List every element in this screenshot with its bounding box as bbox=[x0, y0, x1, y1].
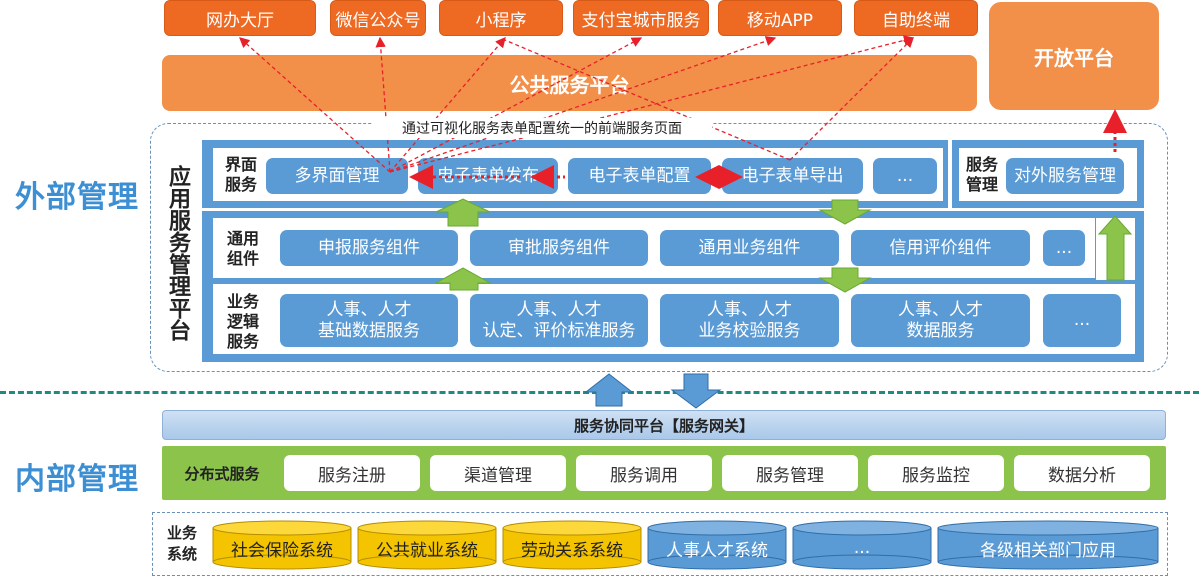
system-department-apps[interactable]: 各级相关部门应用 bbox=[937, 520, 1159, 570]
system-label: 劳动关系系统 bbox=[521, 540, 623, 561]
dist-channel-mgmt[interactable]: 渠道管理 bbox=[430, 455, 566, 491]
ui-item-form-export[interactable]: 电子表单导出 bbox=[722, 158, 863, 194]
component-credit-evaluation[interactable]: 信用评价组件 bbox=[851, 230, 1030, 266]
database-icon bbox=[937, 520, 1159, 570]
ui-item-multi-interface[interactable]: 多界面管理 bbox=[266, 158, 408, 194]
component-general-business[interactable]: 通用业务组件 bbox=[660, 230, 839, 266]
logic-business-validation[interactable]: 人事、人才 业务校验服务 bbox=[660, 294, 839, 347]
channel-wangban[interactable]: 网办大厅 bbox=[164, 0, 316, 36]
database-icon bbox=[212, 520, 352, 570]
logic-basic-data[interactable]: 人事、人才 基础数据服务 bbox=[280, 294, 458, 347]
ui-item-more[interactable]: ... bbox=[873, 158, 937, 194]
dist-service-mgmt[interactable]: 服务管理 bbox=[722, 455, 858, 491]
external-internal-divider bbox=[0, 391, 1199, 394]
component-declaration[interactable]: 申报服务组件 bbox=[280, 230, 458, 266]
service-gateway: 服务协同平台【服务网关】 bbox=[162, 410, 1166, 440]
business-systems-label: 业务 系统 bbox=[166, 524, 197, 563]
system-label: 各级相关部门应用 bbox=[980, 540, 1116, 561]
right-column-inner bbox=[1096, 218, 1135, 280]
system-label: 公共就业系统 bbox=[376, 540, 478, 561]
channel-weixin[interactable]: 微信公众号 bbox=[330, 0, 426, 36]
channel-app[interactable]: 移动APP bbox=[718, 0, 842, 36]
dist-service-call[interactable]: 服务调用 bbox=[576, 455, 712, 491]
logic-more[interactable]: ... bbox=[1043, 294, 1121, 347]
logic-data-service[interactable]: 人事、人才 数据服务 bbox=[851, 294, 1030, 347]
external-service-mgmt[interactable]: 对外服务管理 bbox=[1006, 158, 1124, 194]
database-icon bbox=[502, 520, 642, 570]
component-more[interactable]: ... bbox=[1043, 230, 1085, 266]
dist-service-register[interactable]: 服务注册 bbox=[284, 455, 420, 491]
ui-services-label: 界面 服务 bbox=[224, 155, 257, 194]
system-social-insurance[interactable]: 社会保险系统 bbox=[212, 520, 352, 570]
database-icon bbox=[647, 520, 787, 570]
system-label: 人事人才系统 bbox=[666, 540, 768, 561]
database-icon bbox=[357, 520, 497, 570]
channel-miniapp[interactable]: 小程序 bbox=[439, 0, 563, 36]
system-more[interactable]: ... bbox=[792, 520, 932, 570]
distributed-services-label: 分布式服务 bbox=[184, 464, 260, 483]
database-icon bbox=[792, 520, 932, 570]
component-approval[interactable]: 审批服务组件 bbox=[470, 230, 648, 266]
external-management-title: 外部管理 bbox=[15, 180, 139, 215]
internal-management-title: 内部管理 bbox=[15, 462, 139, 497]
ui-item-form-config[interactable]: 电子表单配置 bbox=[568, 158, 711, 194]
system-personnel-talent[interactable]: 人事人才系统 bbox=[647, 520, 787, 570]
management-platform-title: 应用服务管理平台 bbox=[165, 164, 190, 341]
business-systems-frame bbox=[152, 512, 1168, 576]
channel-terminal[interactable]: 自助终端 bbox=[854, 0, 978, 36]
ui-item-form-publish[interactable]: 电子表单发布 bbox=[418, 158, 558, 194]
logic-evaluation-standard[interactable]: 人事、人才 认定、评价标准服务 bbox=[470, 294, 648, 347]
up-arrow-icon bbox=[584, 373, 634, 407]
system-label: 社会保险系统 bbox=[231, 540, 333, 561]
system-public-employment[interactable]: 公共就业系统 bbox=[357, 520, 497, 570]
dist-data-analysis[interactable]: 数据分析 bbox=[1014, 455, 1150, 491]
service-mgmt-label: 服务 管理 bbox=[965, 155, 998, 194]
business-logic-label: 业务 逻辑 服务 bbox=[226, 292, 259, 351]
open-platform: 开放平台 bbox=[989, 2, 1159, 110]
common-components-label: 通用 组件 bbox=[226, 229, 259, 268]
unify-label: 通过可视化服务表单配置统一的前端服务页面 bbox=[372, 118, 712, 138]
dist-service-monitor[interactable]: 服务监控 bbox=[868, 455, 1004, 491]
system-labor-relations[interactable]: 劳动关系系统 bbox=[502, 520, 642, 570]
system-label: ... bbox=[853, 538, 871, 558]
channel-alipay[interactable]: 支付宝城市服务 bbox=[573, 0, 709, 36]
public-service-platform: 公共服务平台 bbox=[162, 55, 977, 111]
